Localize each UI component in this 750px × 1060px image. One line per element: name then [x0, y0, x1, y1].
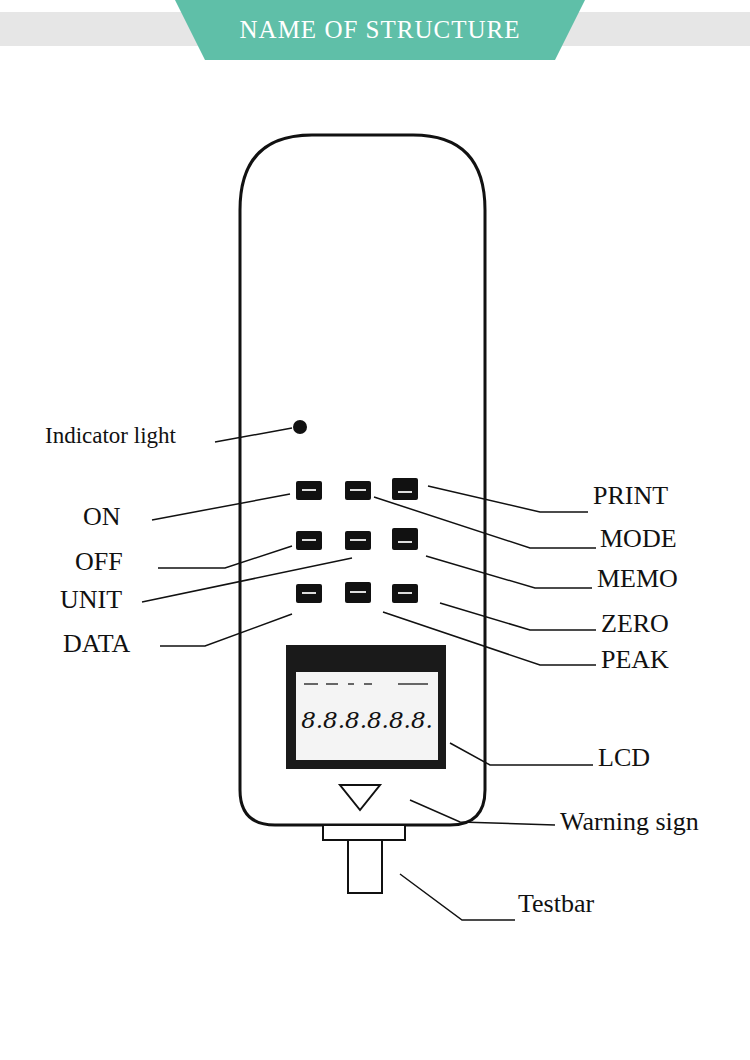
title-banner — [175, 0, 585, 60]
lcd-indicators — [304, 683, 428, 685]
lcd-screen — [296, 672, 438, 760]
part-label: DATA — [63, 630, 130, 659]
testbar-rod — [348, 840, 382, 893]
part-label: Testbar — [518, 890, 594, 919]
lcd-bezel — [286, 645, 446, 769]
part-label: ON — [83, 503, 121, 532]
part-label: Indicator light — [45, 423, 176, 448]
testbar-collar — [323, 825, 405, 840]
part-label: PEAK — [601, 646, 669, 675]
part-label: UNIT — [60, 586, 122, 615]
lcd-digits: 8.8.8.8.8.8. — [301, 709, 433, 732]
page-title: NAME OF STRUCTURE — [240, 16, 521, 44]
part-label: Warning sign — [560, 808, 699, 837]
leader-lines — [142, 428, 596, 920]
part-label: LCD — [598, 744, 650, 773]
indicator-dot — [293, 420, 307, 434]
part-label: MODE — [600, 525, 677, 554]
key-marks — [302, 490, 412, 593]
part-label: ZERO — [601, 610, 669, 639]
part-label: OFF — [75, 548, 123, 577]
part-label: MEMO — [597, 565, 678, 594]
keypad — [296, 478, 418, 603]
part-label: PRINT — [593, 482, 668, 511]
warning-triangle — [340, 785, 380, 810]
device-housing — [240, 135, 485, 825]
header-bar — [0, 12, 750, 46]
